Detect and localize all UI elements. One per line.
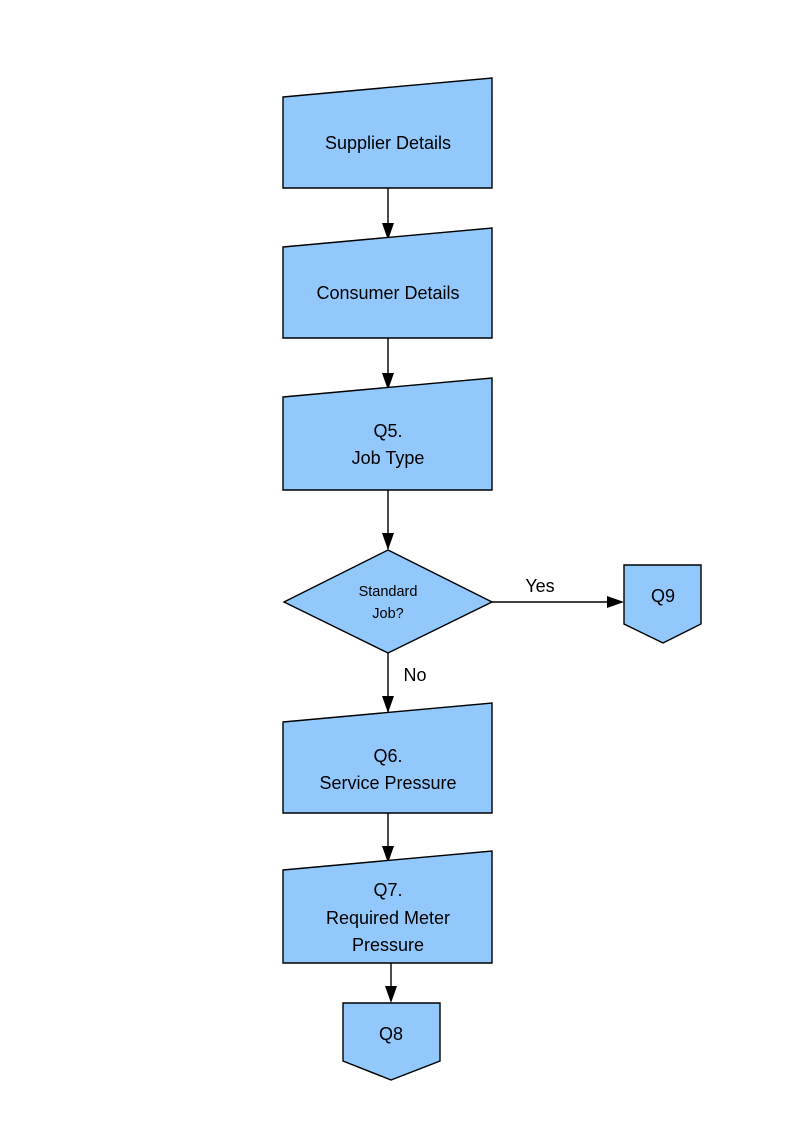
node-label-q7-line1: Q7.	[373, 880, 402, 900]
node-q9[interactable]: Q9	[623, 564, 702, 644]
edge-q7-to-q8	[385, 963, 397, 1003]
node-q8[interactable]: Q8	[342, 1002, 441, 1081]
node-label-q8: Q8	[379, 1024, 403, 1044]
arrow-head-icon	[607, 596, 624, 608]
node-label-q5-line2: Job Type	[352, 448, 425, 468]
edge-label-no: No	[403, 665, 426, 685]
node-q5-job-type[interactable]: Q5. Job Type	[282, 377, 493, 491]
node-standard-job-decision[interactable]: Standard Job?	[282, 549, 494, 654]
node-q6-service-pressure[interactable]: Q6. Service Pressure	[282, 702, 493, 814]
node-label-decision-line1: Standard	[359, 584, 418, 600]
node-shape-slanted-box[interactable]	[282, 377, 493, 491]
edge-label-yes: Yes	[525, 576, 554, 596]
node-label-q7-line3: Pressure	[352, 935, 424, 955]
node-shape-diamond[interactable]	[282, 549, 494, 654]
node-label-supplier-details: Supplier Details	[325, 133, 451, 153]
arrow-head-icon	[382, 696, 394, 713]
node-shape-slanted-box[interactable]	[282, 77, 493, 189]
node-q7-required-meter-pressure[interactable]: Q7. Required Meter Pressure	[282, 850, 493, 964]
node-shape-slanted-box[interactable]	[282, 227, 493, 339]
edge-q5-to-decision	[382, 490, 394, 550]
arrow-head-icon	[382, 223, 394, 240]
edge-q6-to-q7	[382, 813, 394, 863]
arrow-head-icon	[382, 533, 394, 550]
node-consumer-details[interactable]: Consumer Details	[282, 227, 493, 339]
node-label-q6-line2: Service Pressure	[319, 773, 456, 793]
edge-decision-to-q6	[382, 653, 394, 713]
node-label-q6-line1: Q6.	[373, 746, 402, 766]
edge-decision-to-q9	[492, 596, 624, 608]
node-shape-slanted-box[interactable]	[282, 702, 493, 814]
arrow-head-icon	[382, 373, 394, 390]
node-supplier-details[interactable]: Supplier Details	[282, 77, 493, 189]
arrow-head-icon	[385, 986, 397, 1003]
node-label-q9: Q9	[651, 586, 675, 606]
node-label-q7-line2: Required Meter	[326, 908, 450, 928]
edge-consumer-to-q5	[382, 338, 394, 390]
node-label-consumer-details: Consumer Details	[316, 283, 459, 303]
node-label-q5-line1: Q5.	[373, 421, 402, 441]
node-shape-pentagon-down[interactable]	[342, 1002, 441, 1081]
arrow-head-icon	[382, 846, 394, 863]
node-shape-pentagon-down[interactable]	[623, 564, 702, 644]
edge-supplier-to-consumer	[382, 188, 394, 240]
node-label-decision-line2: Job?	[372, 606, 403, 622]
node-shape-slanted-box[interactable]	[282, 850, 493, 964]
